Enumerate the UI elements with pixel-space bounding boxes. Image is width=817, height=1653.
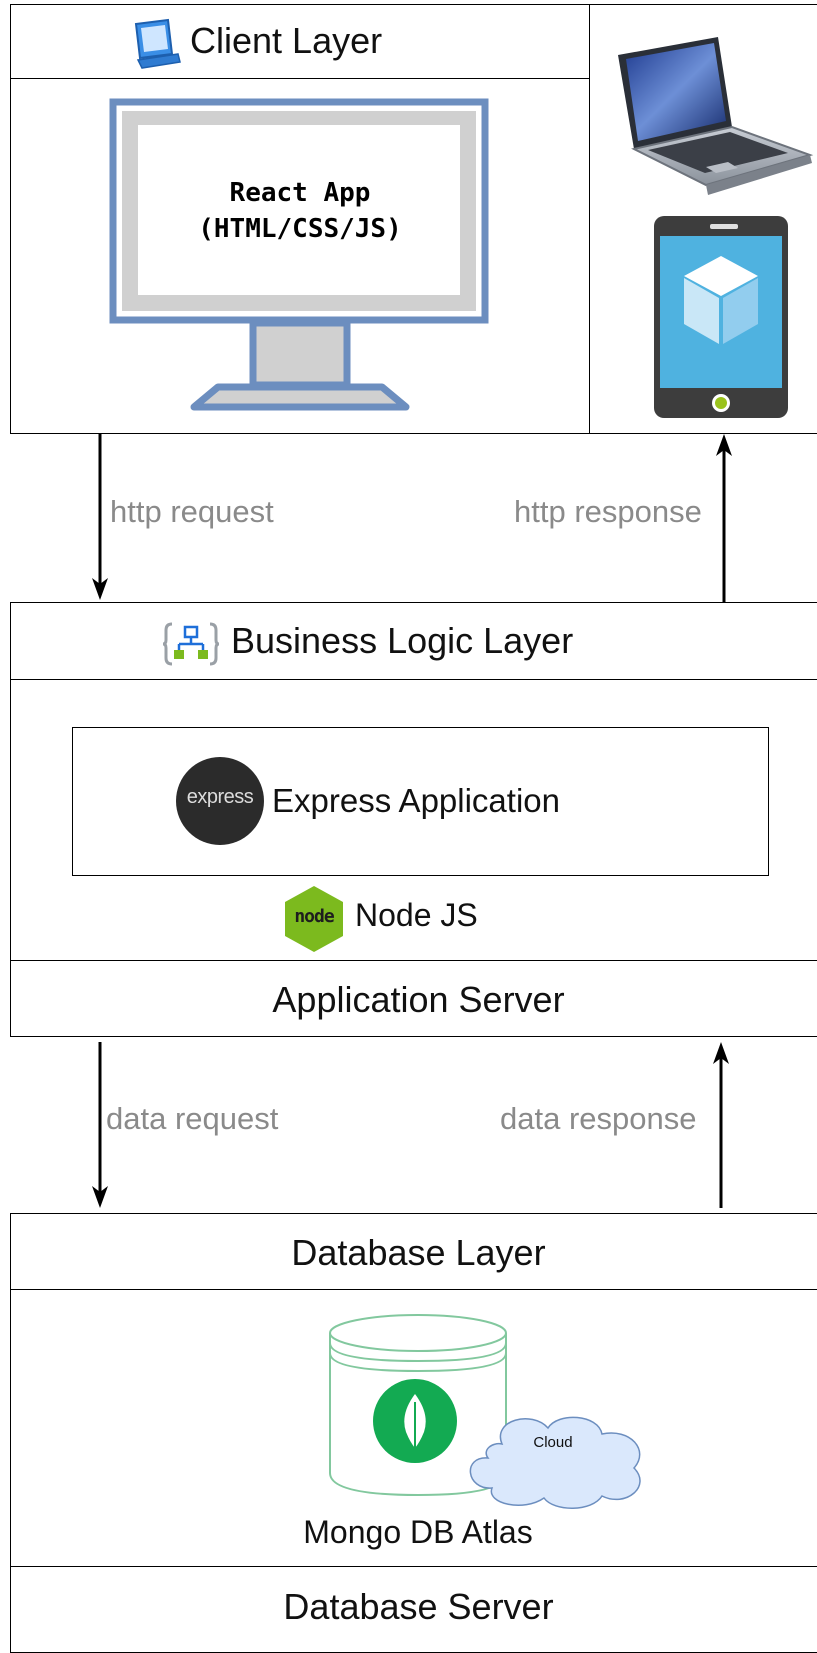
nodejs-logo-text: node bbox=[294, 906, 334, 927]
nodejs-label: Node JS bbox=[355, 897, 478, 933]
client-layer-header-divider bbox=[10, 78, 590, 79]
database-layer-header-divider bbox=[10, 1289, 817, 1290]
cloud-shape bbox=[469, 1416, 641, 1509]
express-logo bbox=[176, 757, 264, 845]
database-server-divider bbox=[10, 1566, 817, 1567]
application-server-label: Application Server bbox=[272, 979, 565, 1020]
client-device-divider bbox=[589, 4, 590, 434]
application-server-divider bbox=[10, 960, 817, 961]
client-layer-title: Client Layer bbox=[190, 20, 383, 61]
data-response-arrow bbox=[713, 1042, 729, 1208]
data-request-arrow bbox=[92, 1042, 108, 1208]
database-server-label: Database Server bbox=[283, 1586, 554, 1627]
business-layer-header-divider bbox=[10, 679, 817, 680]
data-request-label: data request bbox=[106, 1101, 279, 1136]
database-layer-title: Database Layer bbox=[291, 1232, 546, 1273]
mongodb-leaf-icon bbox=[373, 1379, 457, 1463]
monitor-line-2: (HTML/CSS/JS) bbox=[198, 214, 402, 244]
computer-icon bbox=[134, 18, 181, 69]
smartphone-app-icon bbox=[654, 216, 788, 418]
logic-app-icon bbox=[162, 622, 220, 666]
nodejs-logo bbox=[285, 886, 343, 952]
cloud-label: Cloud bbox=[533, 1434, 573, 1451]
http-response-arrow bbox=[716, 434, 732, 602]
monitor-line-1: React App bbox=[229, 178, 371, 208]
monitor-icon bbox=[109, 98, 489, 411]
http-request-arrow bbox=[92, 434, 108, 600]
data-response-label: data response bbox=[500, 1101, 697, 1136]
laptop-icon bbox=[618, 37, 814, 195]
http-response-label: http response bbox=[514, 494, 702, 529]
express-logo-text: express bbox=[186, 786, 254, 808]
http-request-label: http request bbox=[110, 494, 274, 529]
mongodb-atlas-label: Mongo DB Atlas bbox=[303, 1514, 533, 1550]
business-layer-title: Business Logic Layer bbox=[231, 620, 574, 661]
express-application-label: Express Application bbox=[272, 782, 560, 819]
